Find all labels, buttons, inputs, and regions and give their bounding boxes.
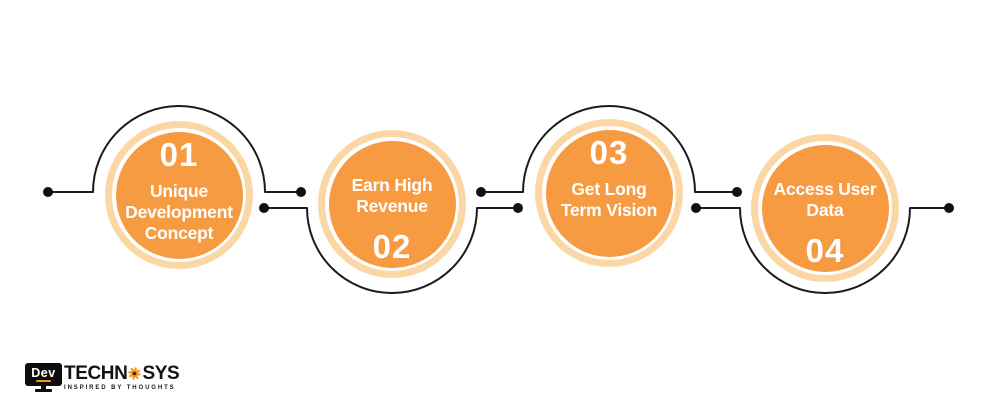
- connector-segment-4: [695, 207, 950, 294]
- step-label: Unique Development Concept: [125, 180, 233, 243]
- connector-segment-1: [47, 105, 302, 193]
- step-label: Access User Data: [773, 178, 877, 220]
- step-circle-4: Access User Data 04: [751, 134, 899, 282]
- step-circle-2: Earn High Revenue 02: [318, 130, 466, 278]
- step-circle-1-gap-ring: 01 Unique Development Concept: [112, 128, 246, 262]
- step-label: Earn High Revenue: [351, 174, 433, 216]
- endpoint-dot: [513, 203, 523, 213]
- step-number: 03: [589, 133, 629, 171]
- monitor-stand-base: [35, 389, 52, 392]
- logo-dev-underline: [36, 380, 51, 383]
- step-circle-1: 01 Unique Development Concept: [105, 121, 253, 269]
- step-circle-2-core: Earn High Revenue 02: [328, 140, 456, 268]
- devtechnosys-logo: Dev TECHN SYS INSPIRED BY THOUGHTS: [25, 362, 180, 394]
- monitor-screen: Dev: [25, 363, 62, 386]
- monitor-stand-neck: [41, 386, 46, 389]
- logo-tagline: INSPIRED BY THOUGHTS: [64, 385, 176, 391]
- monitor-icon: Dev: [25, 363, 62, 394]
- connector-segment-2: [263, 207, 519, 294]
- logo-wordmark: TECHN SYS INSPIRED BY THOUGHTS: [64, 362, 180, 392]
- logo-name-sys: SYS: [142, 362, 180, 384]
- endpoint-dot: [43, 187, 53, 197]
- gear-icon: [128, 366, 142, 380]
- endpoint-dot: [296, 187, 306, 197]
- step-circle-2-gap-ring: Earn High Revenue 02: [325, 137, 459, 271]
- step-circle-3: 03 Get Long Term Vision: [535, 119, 683, 267]
- logo-name-techn: TECHN: [64, 362, 128, 384]
- step-circle-3-core: 03 Get Long Term Vision: [545, 129, 673, 257]
- step-circle-1-core: 01 Unique Development Concept: [115, 131, 243, 259]
- step-circle-4-gap-ring: Access User Data 04: [758, 141, 892, 275]
- step-number: 04: [805, 231, 845, 269]
- step-circle-4-core: Access User Data 04: [761, 144, 889, 272]
- endpoint-dot: [259, 203, 269, 213]
- endpoint-dot: [732, 187, 742, 197]
- endpoint-dot: [944, 203, 954, 213]
- endpoint-dot: [476, 187, 486, 197]
- step-circle-3-gap-ring: 03 Get Long Term Vision: [542, 126, 676, 260]
- step-number: 02: [372, 227, 412, 265]
- logo-name: TECHN SYS: [64, 362, 180, 384]
- endpoint-dot: [691, 203, 701, 213]
- connector-segment-3: [480, 105, 738, 193]
- step-number: 01: [159, 135, 199, 173]
- logo-dev-text: Dev: [31, 365, 56, 380]
- step-label: Get Long Term Vision: [560, 178, 658, 220]
